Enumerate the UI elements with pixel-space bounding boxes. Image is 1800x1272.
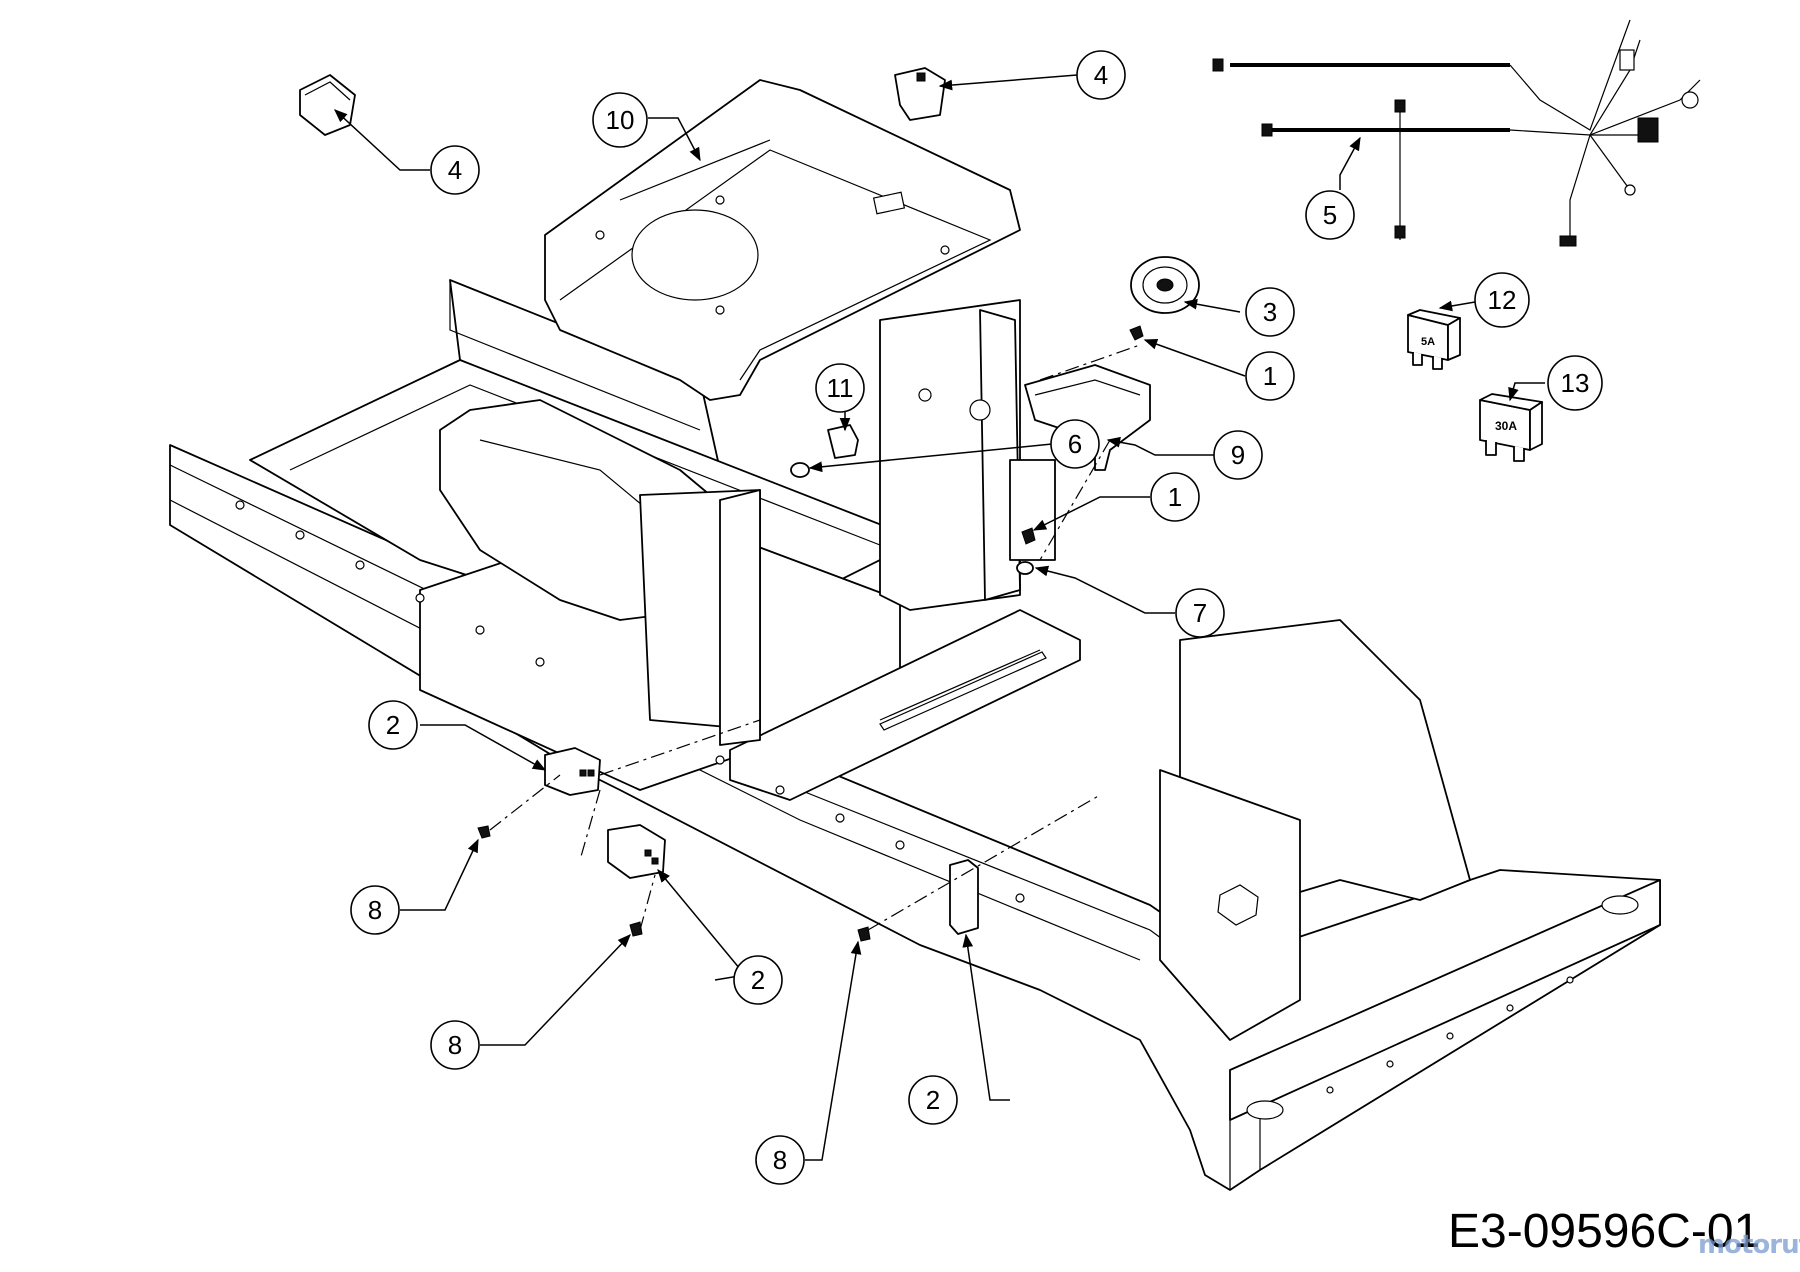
callout-2-right: 2 [908,1075,958,1125]
callout-label: 6 [1068,429,1082,459]
callout-1-lower: 1 [1150,472,1200,522]
seat-pan [544,79,1021,401]
callout-8-center: 8 [430,1020,480,1070]
connector-part-2-left [544,747,601,796]
fuse-5a-part-12: 5A [1407,309,1461,370]
connector-part-2-right [949,859,979,935]
seat-mount-column [879,299,1056,611]
callout-label: 13 [1561,368,1590,398]
callout-label: 9 [1231,440,1245,470]
switch-part-4-top [894,67,946,121]
pedal-assembly [439,399,761,746]
callout-label: 2 [386,710,400,740]
callout-9: 9 [1213,430,1263,480]
fuse-30a-part-13: 30A [1479,393,1543,462]
callout-2-left: 2 [368,700,418,750]
fuse-30a-label: 30A [1495,419,1517,433]
connector-part-2-center [607,824,666,879]
callout-4-top: 4 [1076,50,1126,100]
callout-label: 2 [751,965,765,995]
screw-part-8-left [477,825,491,839]
callout-12: 12 [1474,272,1530,328]
callout-13: 13 [1547,355,1603,411]
switch-part-4-left [299,74,356,136]
screw-part-1-lower [1021,527,1036,545]
callout-10: 10 [592,92,648,148]
callout-label: 8 [448,1030,462,1060]
watermark-logo: motoruf [1698,1230,1800,1260]
grommet-part-6 [790,462,810,478]
callout-label: 2 [926,1085,940,1115]
wiring-harness [1212,19,1701,247]
clip-part-7 [1016,561,1034,575]
callout-label: 8 [368,895,382,925]
callout-11: 11 [815,363,865,413]
fuse-5a-label: 5A [1421,336,1435,348]
callout-4-left: 4 [430,145,480,195]
screw-part-8-right [857,926,871,942]
callout-7: 7 [1175,588,1225,638]
callout-label: 5 [1323,200,1337,230]
callout-label: 7 [1193,598,1207,628]
callout-label: 3 [1263,297,1277,327]
leader-lines [334,74,1545,1161]
ignition-switch-part-3 [1130,256,1200,314]
callout-label: 12 [1488,285,1517,315]
callout-3: 3 [1245,287,1295,337]
callout-8-left: 8 [350,885,400,935]
callout-label: 11 [827,373,854,403]
callout-label: 1 [1168,482,1182,512]
callout-8-right: 8 [755,1135,805,1185]
screw-part-1-upper [1129,325,1144,341]
callout-1-upper: 1 [1245,351,1295,401]
callout-label: 4 [1094,60,1108,90]
relay-part-11 [827,424,859,459]
callout-label: 8 [773,1145,787,1175]
callout-label: 1 [1263,361,1277,391]
callout-6: 6 [1050,419,1100,469]
callout-label: 4 [448,155,462,185]
callout-2-center: 2 [733,955,783,1005]
callout-label: 10 [606,105,635,135]
rail-holes [235,500,1574,1094]
screw-part-8-center [629,921,643,937]
drawing-code: E3-09596C-01 [1448,1205,1761,1258]
callout-5: 5 [1305,190,1355,240]
